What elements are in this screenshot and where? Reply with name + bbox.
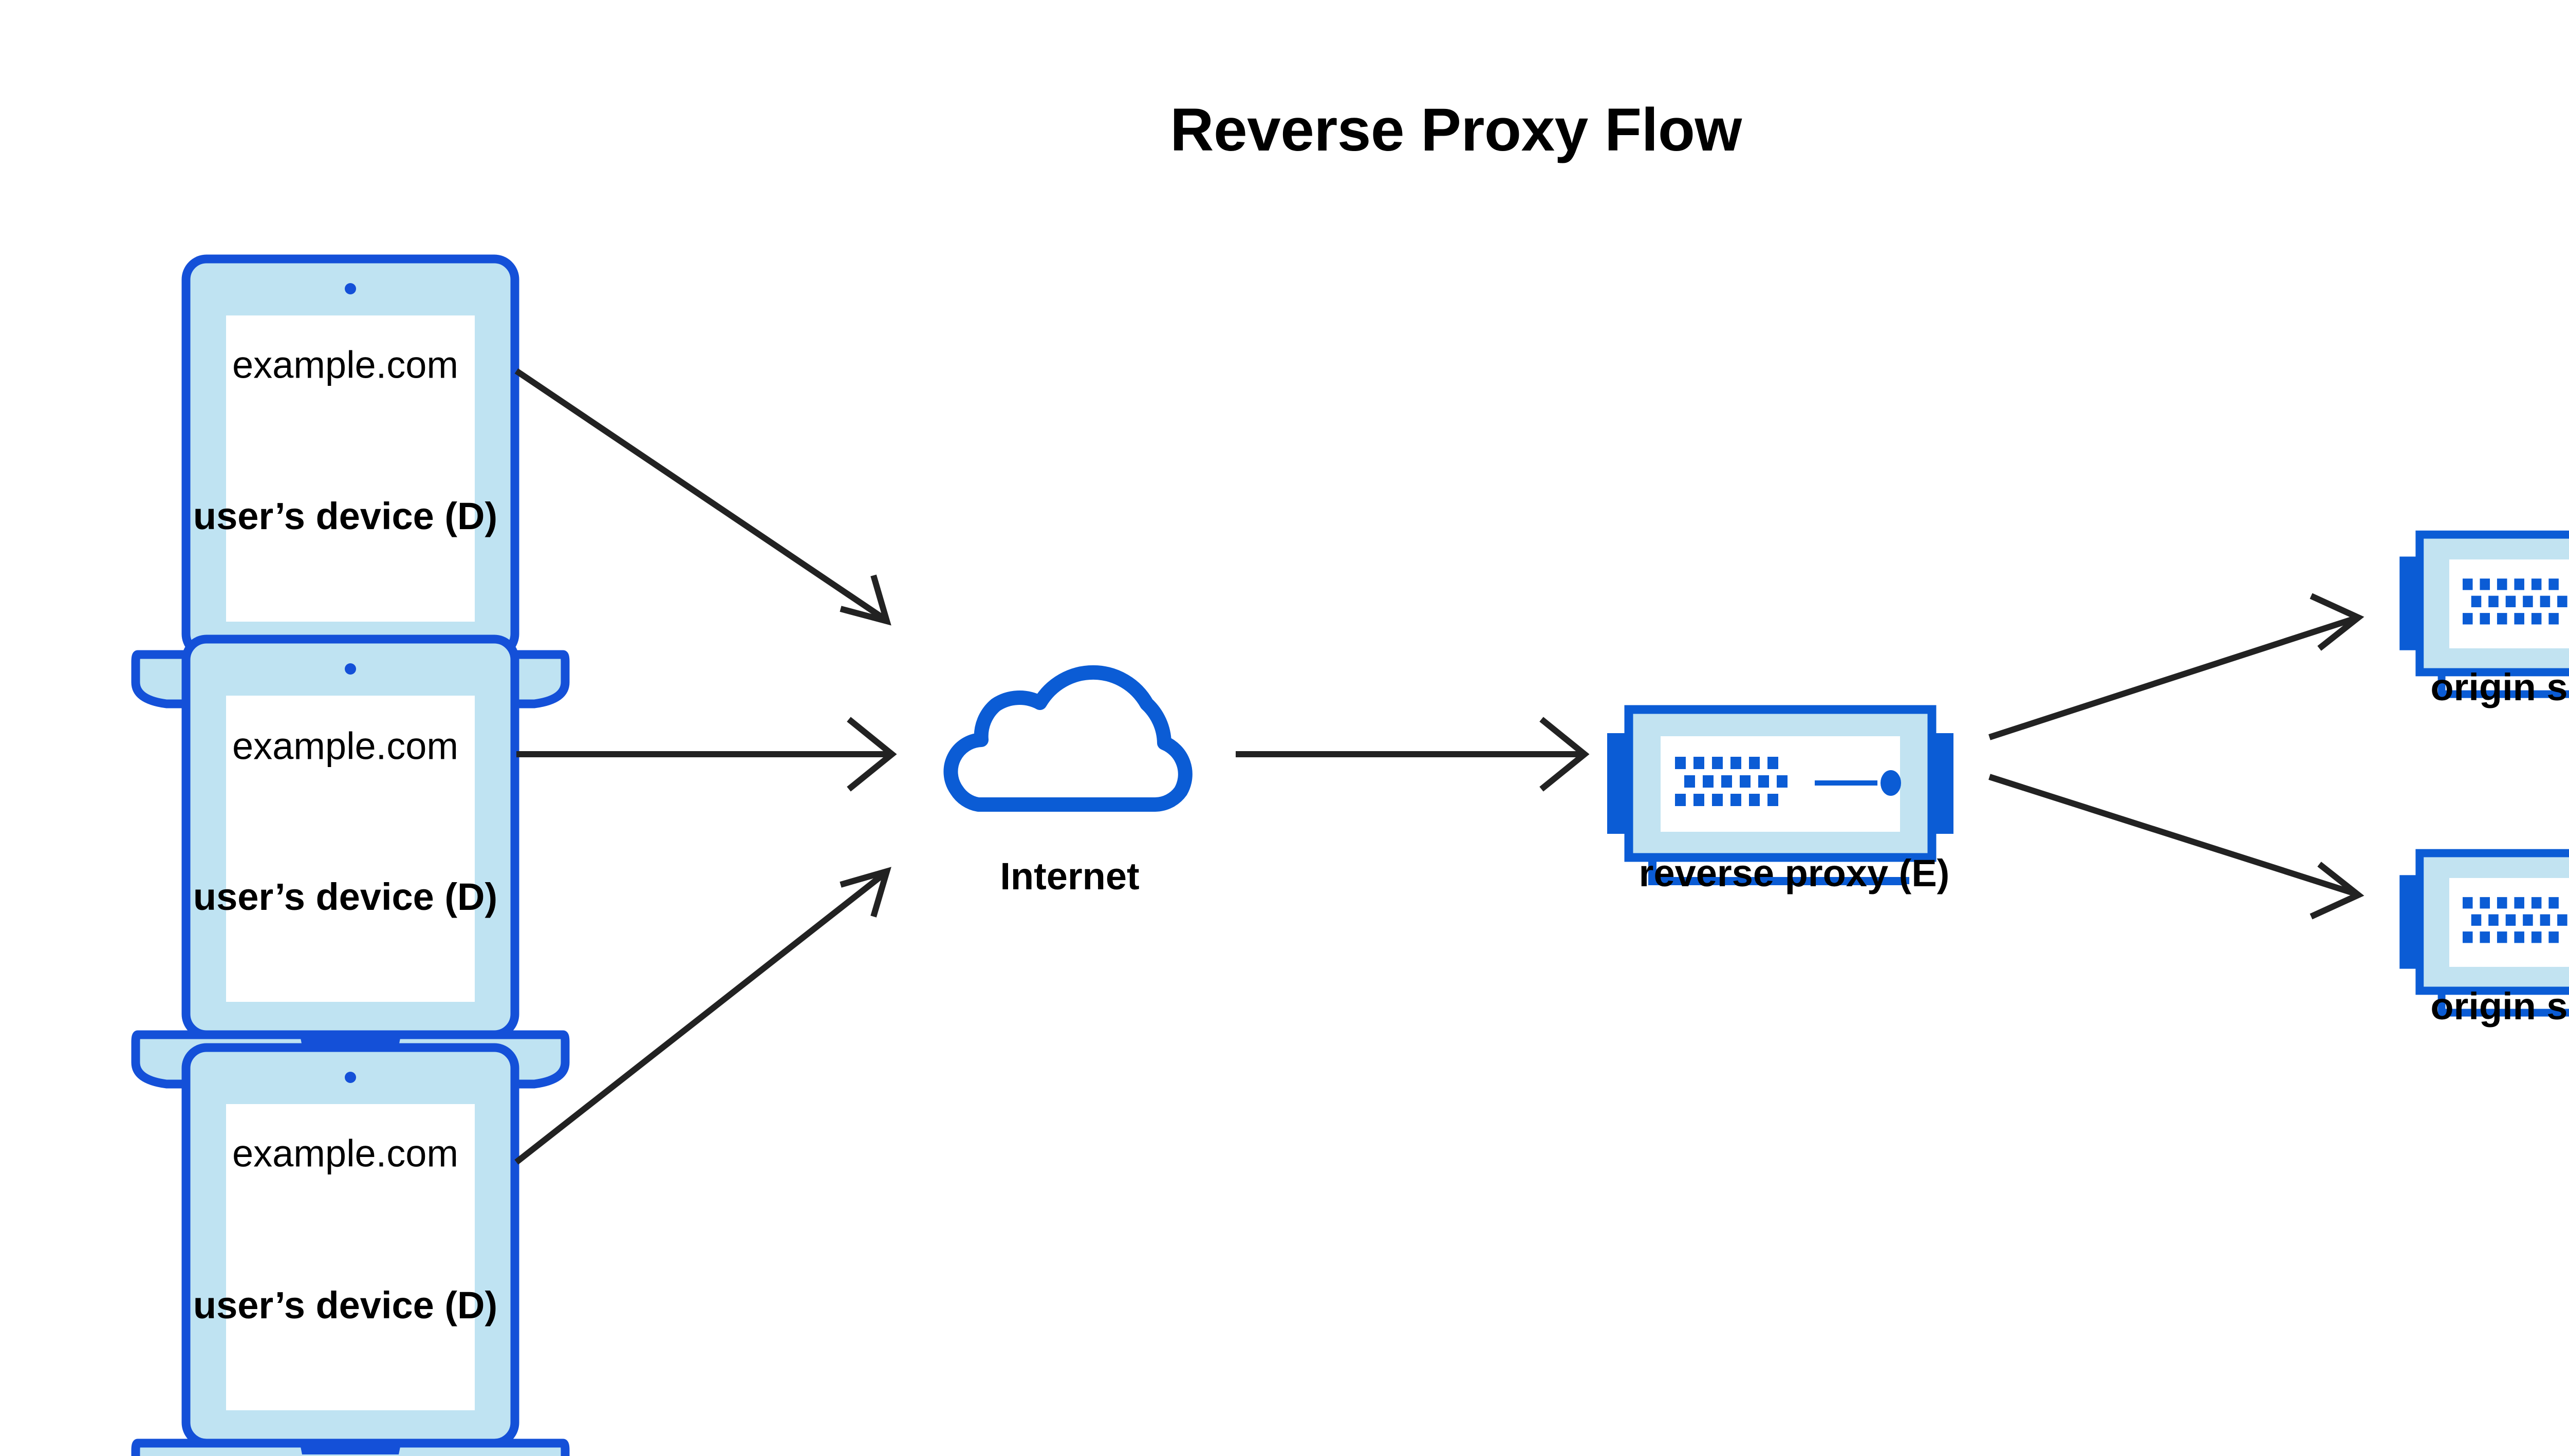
page-title: Reverse Proxy Flow xyxy=(1170,96,1742,164)
arrow-icon-internet-to-reverse-proxy xyxy=(1236,717,1590,792)
device-screen-text-2: example.com xyxy=(232,724,459,768)
arrow-icon-device2-to-internet xyxy=(516,717,897,792)
laptop-icon-3 xyxy=(136,1048,565,1456)
arrow-icon-device3-to-internet xyxy=(514,867,891,1165)
reverse-proxy-label: reverse proxy (E) xyxy=(1639,852,1950,894)
device-label-3: user’s device (D) xyxy=(193,1284,498,1327)
device-label-1: user’s device (D) xyxy=(193,495,498,537)
arrow-icon-reverse-proxy-to-origin2 xyxy=(1988,774,2365,920)
origin-server-label-2: origin server (F) xyxy=(2430,985,2569,1028)
origin-server-label-1: origin server (F) xyxy=(2430,666,2569,708)
device-label-2: user’s device (D) xyxy=(193,875,498,918)
laptop-icon-2 xyxy=(136,639,565,1084)
device-screen-text-3: example.com xyxy=(232,1132,459,1175)
arrow-icon-reverse-proxy-to-origin1 xyxy=(1988,593,2365,740)
cloud-icon xyxy=(951,673,1185,805)
device-screen-text-1: example.com xyxy=(232,343,459,386)
internet-label: Internet xyxy=(1000,855,1140,898)
arrow-icon-device1-to-internet xyxy=(514,368,891,626)
